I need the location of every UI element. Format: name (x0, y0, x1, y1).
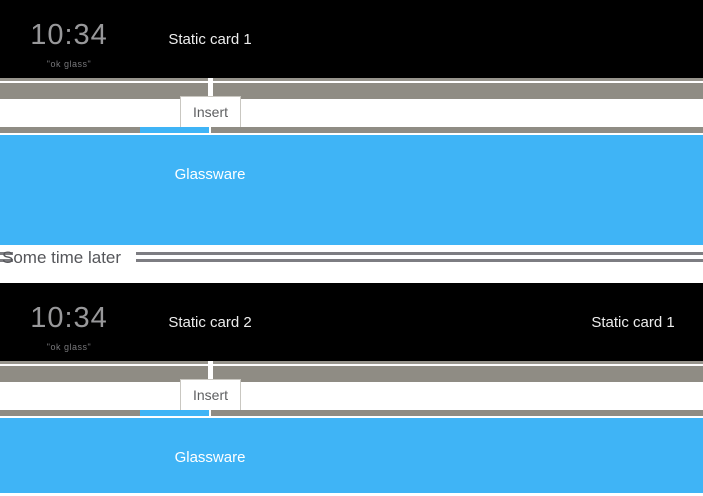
timeline-band (0, 366, 703, 382)
glassware-band: Glassware (0, 135, 703, 245)
insert-label: Insert (192, 387, 228, 403)
glassware-band: Glassware (0, 418, 703, 493)
glassware-label: Glassware (174, 449, 246, 466)
timeline-bar (0, 410, 703, 416)
ok-glass-hint: "ok glass" (46, 59, 92, 69)
insert-notch (208, 78, 213, 99)
timeline-band (0, 83, 703, 99)
clock-text: 10:34 (30, 19, 108, 51)
divider-line (0, 259, 703, 262)
timeline-row: 10:34 "ok glass" Static card 2 Static ca… (0, 283, 703, 361)
clock-text: 10:34 (30, 302, 108, 334)
divider-label: Some time later (2, 248, 122, 267)
timeline-state-2: 10:34 "ok glass" Static card 2 Static ca… (0, 283, 703, 496)
divider-line (0, 252, 703, 255)
time-divider: Some time later (0, 245, 703, 283)
insert-notch-lower (209, 127, 211, 135)
timeline-bar (0, 127, 703, 133)
static-card-label: Static card 2 (168, 314, 252, 331)
insert-label-box: Insert (180, 96, 241, 127)
insert-label: Insert (192, 104, 228, 120)
divider-label-mask (13, 246, 136, 270)
glassware-label: Glassware (174, 166, 246, 183)
static-card-label: Static card 1 (168, 31, 252, 48)
insert-label-box: Insert (180, 379, 241, 410)
timeline-row: 10:34 "ok glass" Static card 1 (0, 0, 703, 78)
inserted-card-segment (140, 410, 209, 416)
timeline-strip (0, 361, 703, 364)
ok-glass-hint: "ok glass" (46, 342, 92, 352)
insert-notch-lower (209, 410, 211, 418)
insert-notch (208, 361, 213, 382)
static-card-label: Static card 1 (591, 314, 675, 331)
inserted-card-segment (140, 127, 209, 133)
timeline-state-1: 10:34 "ok glass" Static card 1 Insert Gl… (0, 0, 703, 245)
timeline-strip (0, 78, 703, 81)
